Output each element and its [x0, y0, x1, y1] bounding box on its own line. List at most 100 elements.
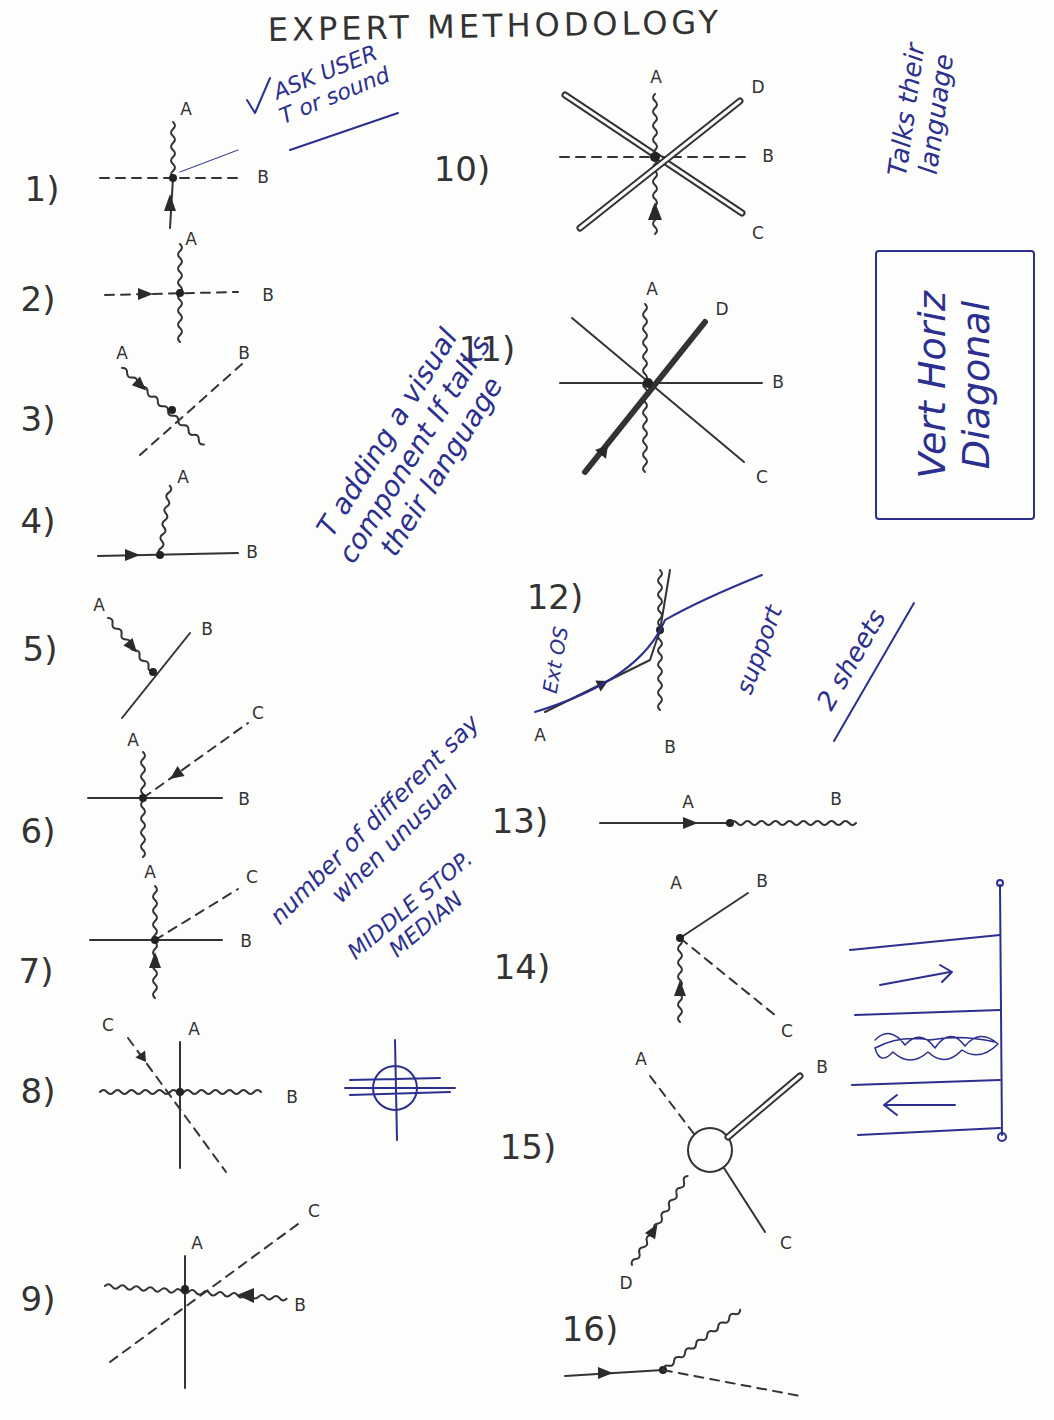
line-label: A [116, 344, 128, 364]
sketch-group [658, 570, 662, 710]
sketch-group [643, 304, 647, 472]
note-box: Vert Horiz Diagonal [875, 250, 1035, 520]
sketch-line [180, 150, 238, 172]
sketch-line [728, 1076, 800, 1137]
diagram-15 [627, 1076, 800, 1268]
line-label: A [534, 726, 546, 746]
diagram-5 [103, 614, 190, 718]
arrow-head [683, 817, 698, 829]
note-text: Vert Horiz Diagonal [911, 270, 998, 500]
arrow-head [674, 980, 686, 996]
line-label: A [670, 874, 682, 894]
arrow-head [149, 952, 161, 968]
sketch-line [680, 938, 776, 1016]
sketch-line [875, 1034, 998, 1060]
sketch-line [105, 292, 238, 295]
sketch-line [880, 965, 952, 985]
sketch-line [585, 322, 705, 472]
vertex-dot [650, 152, 660, 162]
line-label: C [752, 224, 764, 244]
callout-number: 2) [21, 280, 56, 319]
line-label: C [102, 1016, 114, 1036]
callout-number: 9) [21, 1280, 56, 1319]
sketch-line [565, 95, 742, 213]
handwritten-note: Talks their language [879, 14, 965, 210]
sketch-line [580, 101, 740, 228]
line-label: A [177, 468, 189, 488]
diagram-4 [98, 485, 238, 561]
vertex-dot [176, 289, 184, 297]
callout-number: 15) [500, 1128, 557, 1167]
sketch-group [662, 1308, 742, 1371]
sketch-group [171, 122, 175, 178]
vertex-dot [168, 406, 176, 414]
handwritten-note: T adding a visual component If talks the… [287, 284, 544, 615]
vertex-dot [676, 934, 684, 942]
line-label: C [780, 1234, 792, 1254]
line-label: C [756, 468, 768, 488]
line-label: B [286, 1088, 298, 1108]
diagram-8 [100, 1038, 455, 1172]
line-label: B [762, 147, 774, 167]
callout-number: 4) [21, 502, 56, 541]
arrow-head [595, 445, 608, 459]
sketch-line [850, 935, 1000, 1135]
line-label: C [252, 704, 264, 724]
line-label: B [830, 790, 842, 810]
sketch-line [184, 1256, 186, 1388]
callout-number: 16) [562, 1310, 619, 1349]
sketch-line [179, 1042, 181, 1168]
blue-sketch [850, 880, 1006, 1141]
line-label: A [180, 100, 192, 120]
sketch-group [730, 821, 856, 825]
line-label: C [308, 1202, 320, 1222]
arrow-head [648, 202, 662, 220]
sketch-line [141, 752, 145, 857]
sketch-line [565, 95, 742, 213]
line-label: B [294, 1296, 306, 1316]
vertex-dot [643, 378, 653, 388]
sketch-line [730, 821, 856, 825]
line-label: D [751, 78, 764, 98]
callout-number: 7) [19, 952, 54, 991]
line-label: B [664, 738, 676, 758]
sketch-line [662, 1308, 742, 1371]
diagram-7 [90, 886, 238, 998]
line-label: B [238, 790, 250, 810]
sketch-line [600, 822, 730, 824]
sketch-line [565, 1370, 663, 1376]
sketch-line [572, 318, 744, 462]
vertex-dot [997, 880, 1003, 886]
sketch-line [88, 797, 222, 799]
line-label: A [127, 731, 139, 751]
diagram-11 [560, 304, 762, 472]
line-label: A [191, 1234, 203, 1254]
vertex-dot [176, 1088, 184, 1096]
vertex-dot [151, 936, 159, 944]
line-label: A [93, 596, 105, 616]
sketch-group [158, 485, 172, 555]
line-label: B [246, 543, 258, 563]
line-label: B [262, 286, 274, 306]
sketch-line [158, 485, 172, 555]
callout-number: 13) [492, 802, 549, 841]
sketch-line [155, 889, 238, 940]
sketch-line [128, 1038, 226, 1172]
sketch-line [110, 1224, 298, 1362]
sketch-line [247, 78, 270, 113]
diagram-3 [118, 364, 242, 455]
sketch-line [663, 1370, 800, 1396]
sketch-line [105, 1284, 287, 1301]
arrow-head [135, 1050, 146, 1062]
diagram-6 [88, 723, 248, 857]
vertex-dot [181, 1285, 189, 1293]
sketch-line [345, 1040, 455, 1140]
line-label: A [144, 863, 156, 883]
arrow-head [138, 288, 153, 300]
callout-number: 12) [527, 578, 584, 617]
arrow-head [125, 549, 140, 561]
line-label: C [781, 1022, 793, 1042]
sketch-line [658, 570, 662, 710]
